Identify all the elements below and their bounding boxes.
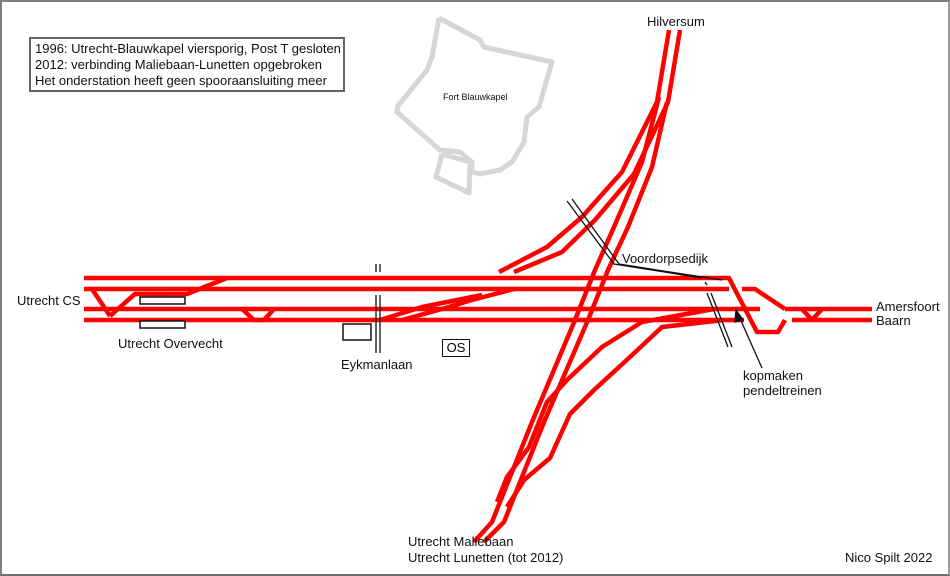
track-maliebaan-1 [494,306,715,503]
platform-north [139,296,186,305]
label-author: Nico Spilt 2022 [845,550,933,565]
legend-box: 1996: Utrecht-Blauwkapel viersporig, Pos… [29,37,345,92]
platforms [139,296,372,341]
label-fort: Fort Blauwkapel [443,92,508,102]
label-amersfoort: Amersfoort [876,299,940,314]
label-overvecht: Utrecht Overvecht [118,336,223,351]
label-kopmaken: kopmaken [743,368,803,383]
track-main-1 [84,275,787,335]
voordorpsedijk-road [566,200,703,279]
label-voordorpsedijk: Voordorpsedijk [622,251,708,266]
substation-box: OS [442,339,470,357]
track-hilversum-2 [513,29,683,275]
tracks [84,29,872,544]
label-lunetten: Utrecht Lunetten (tot 2012) [408,550,564,565]
legend-line: 1996: Utrecht-Blauwkapel viersporig, Pos… [35,41,341,56]
track-maliebaan-2 [505,317,725,509]
track-main-2-east [742,286,787,311]
fort-outline [394,15,555,196]
label-hilversum: Hilversum [647,14,705,29]
track-hilversum-1 [497,29,672,274]
roads [375,198,763,369]
label-pendeltreinen: pendeltreinen [743,383,822,398]
label-baarn: Baarn [876,313,911,328]
label-utrecht-cs: Utrecht CS [17,293,81,308]
label-eykmanlaan: Eykmanlaan [341,357,413,372]
platform-south [139,320,186,329]
legend-line: Het onderstation heeft geen spooraanslui… [35,73,327,88]
kopmaken-arrow [737,313,763,369]
track-hilversum-3 [472,96,662,544]
legend-line: 2012: verbinding Maliebaan-Lunetten opge… [35,57,322,72]
building [342,323,372,341]
label-maliebaan: Utrecht Maliebaan [408,534,514,549]
